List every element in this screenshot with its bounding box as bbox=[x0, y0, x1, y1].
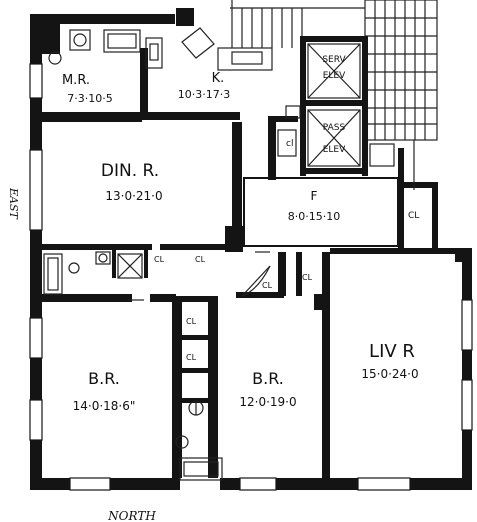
closet-labels: cl CL CL CL CL CL CL CL bbox=[154, 139, 419, 362]
closet-label: CL bbox=[195, 255, 206, 264]
kitchen-name: K. bbox=[212, 71, 225, 86]
closet-label: CL bbox=[186, 353, 197, 362]
foyer-dims: 8·0·15·10 bbox=[288, 210, 340, 223]
foyer-name: F bbox=[311, 189, 318, 203]
closet-label: CL bbox=[154, 255, 165, 264]
bedroom-left-dims: 14·0·18·6" bbox=[73, 399, 136, 413]
elevator-labels: SERV ELEV PASS ELEV bbox=[322, 55, 346, 155]
east-label: EAST bbox=[7, 187, 20, 221]
living-dims: 15·0·24·0 bbox=[361, 367, 418, 381]
room-labels: M.R. 7·3·10·5 K. 10·3·17·3 DIN. R. 13·0·… bbox=[62, 71, 419, 413]
closet-label: CL bbox=[262, 281, 273, 290]
dining-dims: 13·0·21·0 bbox=[105, 189, 162, 203]
windows bbox=[29, 63, 473, 491]
kitchen-dims: 10·3·17·3 bbox=[178, 88, 230, 101]
maid-room-name: M.R. bbox=[62, 73, 90, 88]
walls bbox=[30, 8, 472, 490]
dining-name: DIN. R. bbox=[101, 161, 159, 181]
service-elevator-label-2: ELEV bbox=[323, 71, 346, 81]
service-elevator-label-1: SERV bbox=[322, 55, 346, 65]
north-label: NORTH bbox=[107, 509, 156, 522]
elevator-x-marks bbox=[307, 43, 361, 167]
bedroom-left-name: B.R. bbox=[88, 369, 120, 388]
passenger-elevator-label-2: ELEV bbox=[323, 145, 346, 155]
foyer-outline bbox=[243, 177, 399, 247]
kitchen-fixtures bbox=[103, 27, 415, 190]
passenger-elevator-label-1: PASS bbox=[323, 123, 346, 133]
closet-label: CL bbox=[408, 211, 419, 221]
living-name: LIV R bbox=[369, 341, 415, 362]
maid-room-dims: 7·3·10·5 bbox=[67, 92, 112, 105]
closet-label: CL bbox=[302, 273, 313, 282]
closet-label: CL bbox=[186, 317, 197, 326]
bedroom-mid-name: B.R. bbox=[252, 369, 284, 388]
closet-label: cl bbox=[286, 139, 293, 149]
door-swings bbox=[128, 251, 271, 301]
bathroom-fixtures bbox=[43, 29, 223, 481]
bedroom-mid-dims: 12·0·19·0 bbox=[239, 395, 296, 409]
